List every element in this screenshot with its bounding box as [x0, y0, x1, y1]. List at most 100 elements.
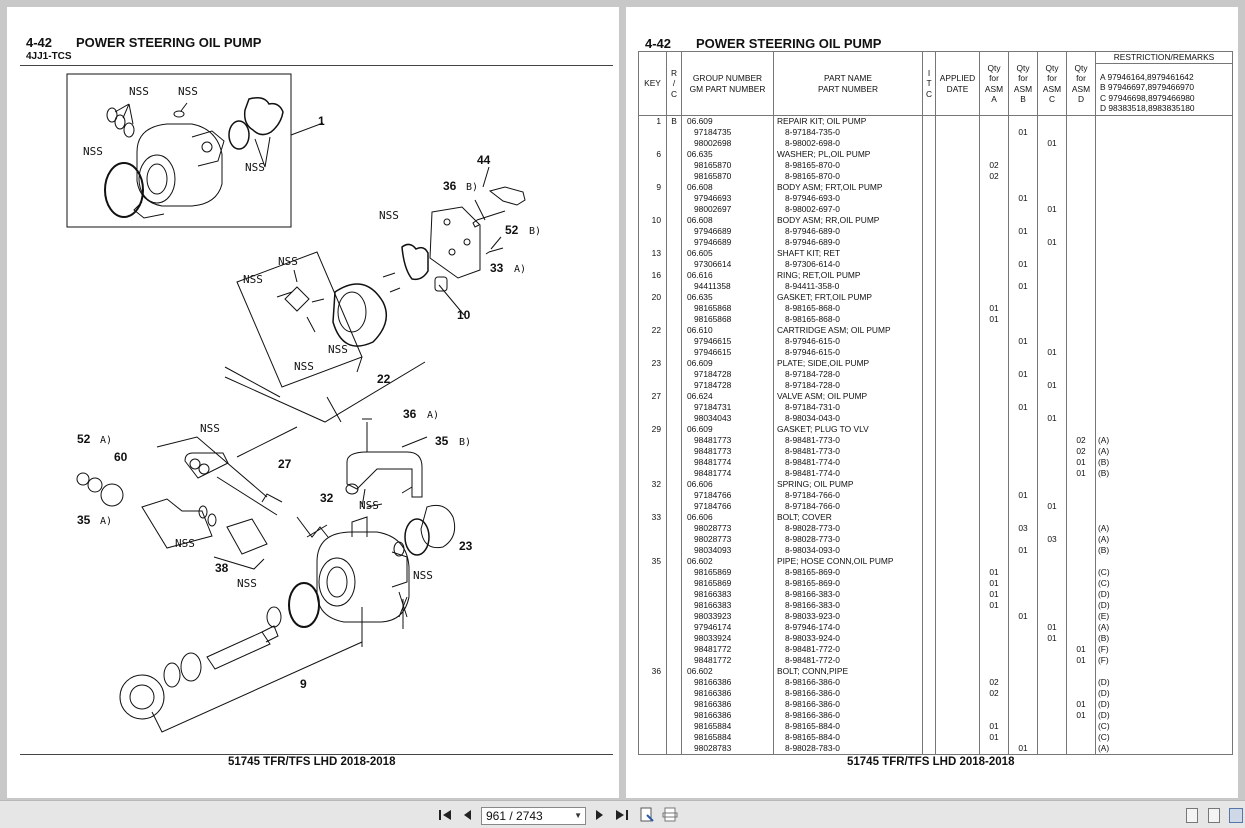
- prev-page-icon[interactable]: [459, 807, 475, 823]
- nss-label: NSS: [294, 360, 314, 373]
- nss-label: NSS: [245, 161, 265, 174]
- cell-empty: [935, 588, 980, 600]
- cell-empty: [922, 401, 936, 413]
- cell-qd: [1066, 599, 1096, 611]
- cell-rr: (A): [1095, 742, 1233, 755]
- reference-letters: B) B) A) A) B) A) A): [100, 182, 541, 527]
- cell-rc: [666, 621, 682, 633]
- cell-qd: [1066, 335, 1096, 347]
- cell-name: GASKET; PLUG TO VLV: [773, 423, 923, 435]
- cell-key: [638, 687, 667, 699]
- nss-label: NSS: [200, 422, 220, 435]
- cell-group: 98166386: [681, 676, 774, 688]
- facing-view-icon[interactable]: [1229, 808, 1243, 823]
- chevron-down-icon[interactable]: ▼: [574, 811, 582, 820]
- reference-letter: A): [514, 264, 526, 275]
- next-page-icon[interactable]: [592, 807, 608, 823]
- page-number-input[interactable]: 961 / 2743 ▼: [481, 807, 586, 825]
- cell-qa: [979, 522, 1009, 534]
- cell-empty: [935, 170, 980, 182]
- cell-qa: 02: [979, 687, 1009, 699]
- cell-qb: [1008, 555, 1038, 567]
- cell-qa: [979, 247, 1009, 259]
- cell-qa: [979, 148, 1009, 160]
- cell-qc: [1037, 269, 1067, 281]
- fit-page-icon[interactable]: [639, 807, 655, 823]
- cell-rc: [666, 170, 682, 182]
- cell-name: 8-98034-093-0: [773, 544, 923, 556]
- cell-qd: [1066, 632, 1096, 644]
- cell-qb: 01: [1008, 610, 1038, 622]
- callout-number: 23: [459, 539, 473, 553]
- cell-qa: [979, 423, 1009, 435]
- cell-empty: [922, 269, 936, 281]
- cell-qd: [1066, 533, 1096, 545]
- cell-group: 98028783: [681, 742, 774, 755]
- cell-empty: [935, 709, 980, 721]
- fit-width-icon[interactable]: [662, 807, 678, 823]
- cell-group: 06.635: [681, 148, 774, 160]
- cell-qd: [1066, 137, 1096, 149]
- cell-qa: [979, 500, 1009, 512]
- cell-qd: [1066, 368, 1096, 380]
- cell-rc: [666, 379, 682, 391]
- cell-group: 06.624: [681, 390, 774, 402]
- cell-name: 8-98481-774-0: [773, 467, 923, 479]
- cell-name: 8-98033-924-0: [773, 632, 923, 644]
- cell-qb: 01: [1008, 544, 1038, 556]
- cell-key: [638, 731, 667, 743]
- cell-key: [638, 170, 667, 182]
- cell-qa: [979, 533, 1009, 545]
- cell-qa: 01: [979, 720, 1009, 732]
- cell-group: 98166386: [681, 709, 774, 721]
- cell-empty: [935, 192, 980, 204]
- cell-qa: 01: [979, 577, 1009, 589]
- cell-name: 8-98481-772-0: [773, 643, 923, 655]
- viewer-toolbar: 961 / 2743 ▼: [0, 800, 1245, 828]
- cell-rr: [1095, 555, 1233, 567]
- cell-qb: [1008, 291, 1038, 303]
- continuous-view-icon[interactable]: [1208, 808, 1220, 823]
- first-page-icon[interactable]: [437, 807, 453, 823]
- cell-rc: [666, 665, 682, 677]
- cell-rr: [1095, 665, 1233, 677]
- cell-empty: [922, 599, 936, 611]
- cell-name: 8-98165-868-0: [773, 313, 923, 325]
- cell-qd: [1066, 500, 1096, 512]
- last-page-icon[interactable]: [614, 807, 630, 823]
- cell-name: 8-98033-923-0: [773, 610, 923, 622]
- cell-qa: [979, 324, 1009, 336]
- cell-empty: [922, 456, 936, 468]
- cell-qc: [1037, 170, 1067, 182]
- cell-group: 97184735: [681, 126, 774, 138]
- cell-qa: [979, 511, 1009, 523]
- cell-qb: [1008, 346, 1038, 358]
- cell-empty: [935, 742, 980, 755]
- cell-rc: [666, 368, 682, 380]
- cell-rc: [666, 280, 682, 292]
- single-page-view-icon[interactable]: [1186, 808, 1198, 823]
- cell-qb: 01: [1008, 280, 1038, 292]
- cell-rr: [1095, 489, 1233, 501]
- cell-qb: [1008, 302, 1038, 314]
- cell-group: 98481774: [681, 456, 774, 468]
- cell-group: 98028773: [681, 522, 774, 534]
- cell-qb: [1008, 599, 1038, 611]
- cell-qd: 02: [1066, 445, 1096, 457]
- cell-rr: [1095, 423, 1233, 435]
- cell-group: 06.609: [681, 115, 774, 127]
- cell-qd: [1066, 280, 1096, 292]
- cell-qa: [979, 489, 1009, 501]
- cell-rr: (A): [1095, 445, 1233, 457]
- cell-name: RING; RET,OIL PUMP: [773, 269, 923, 281]
- cell-qa: [979, 269, 1009, 281]
